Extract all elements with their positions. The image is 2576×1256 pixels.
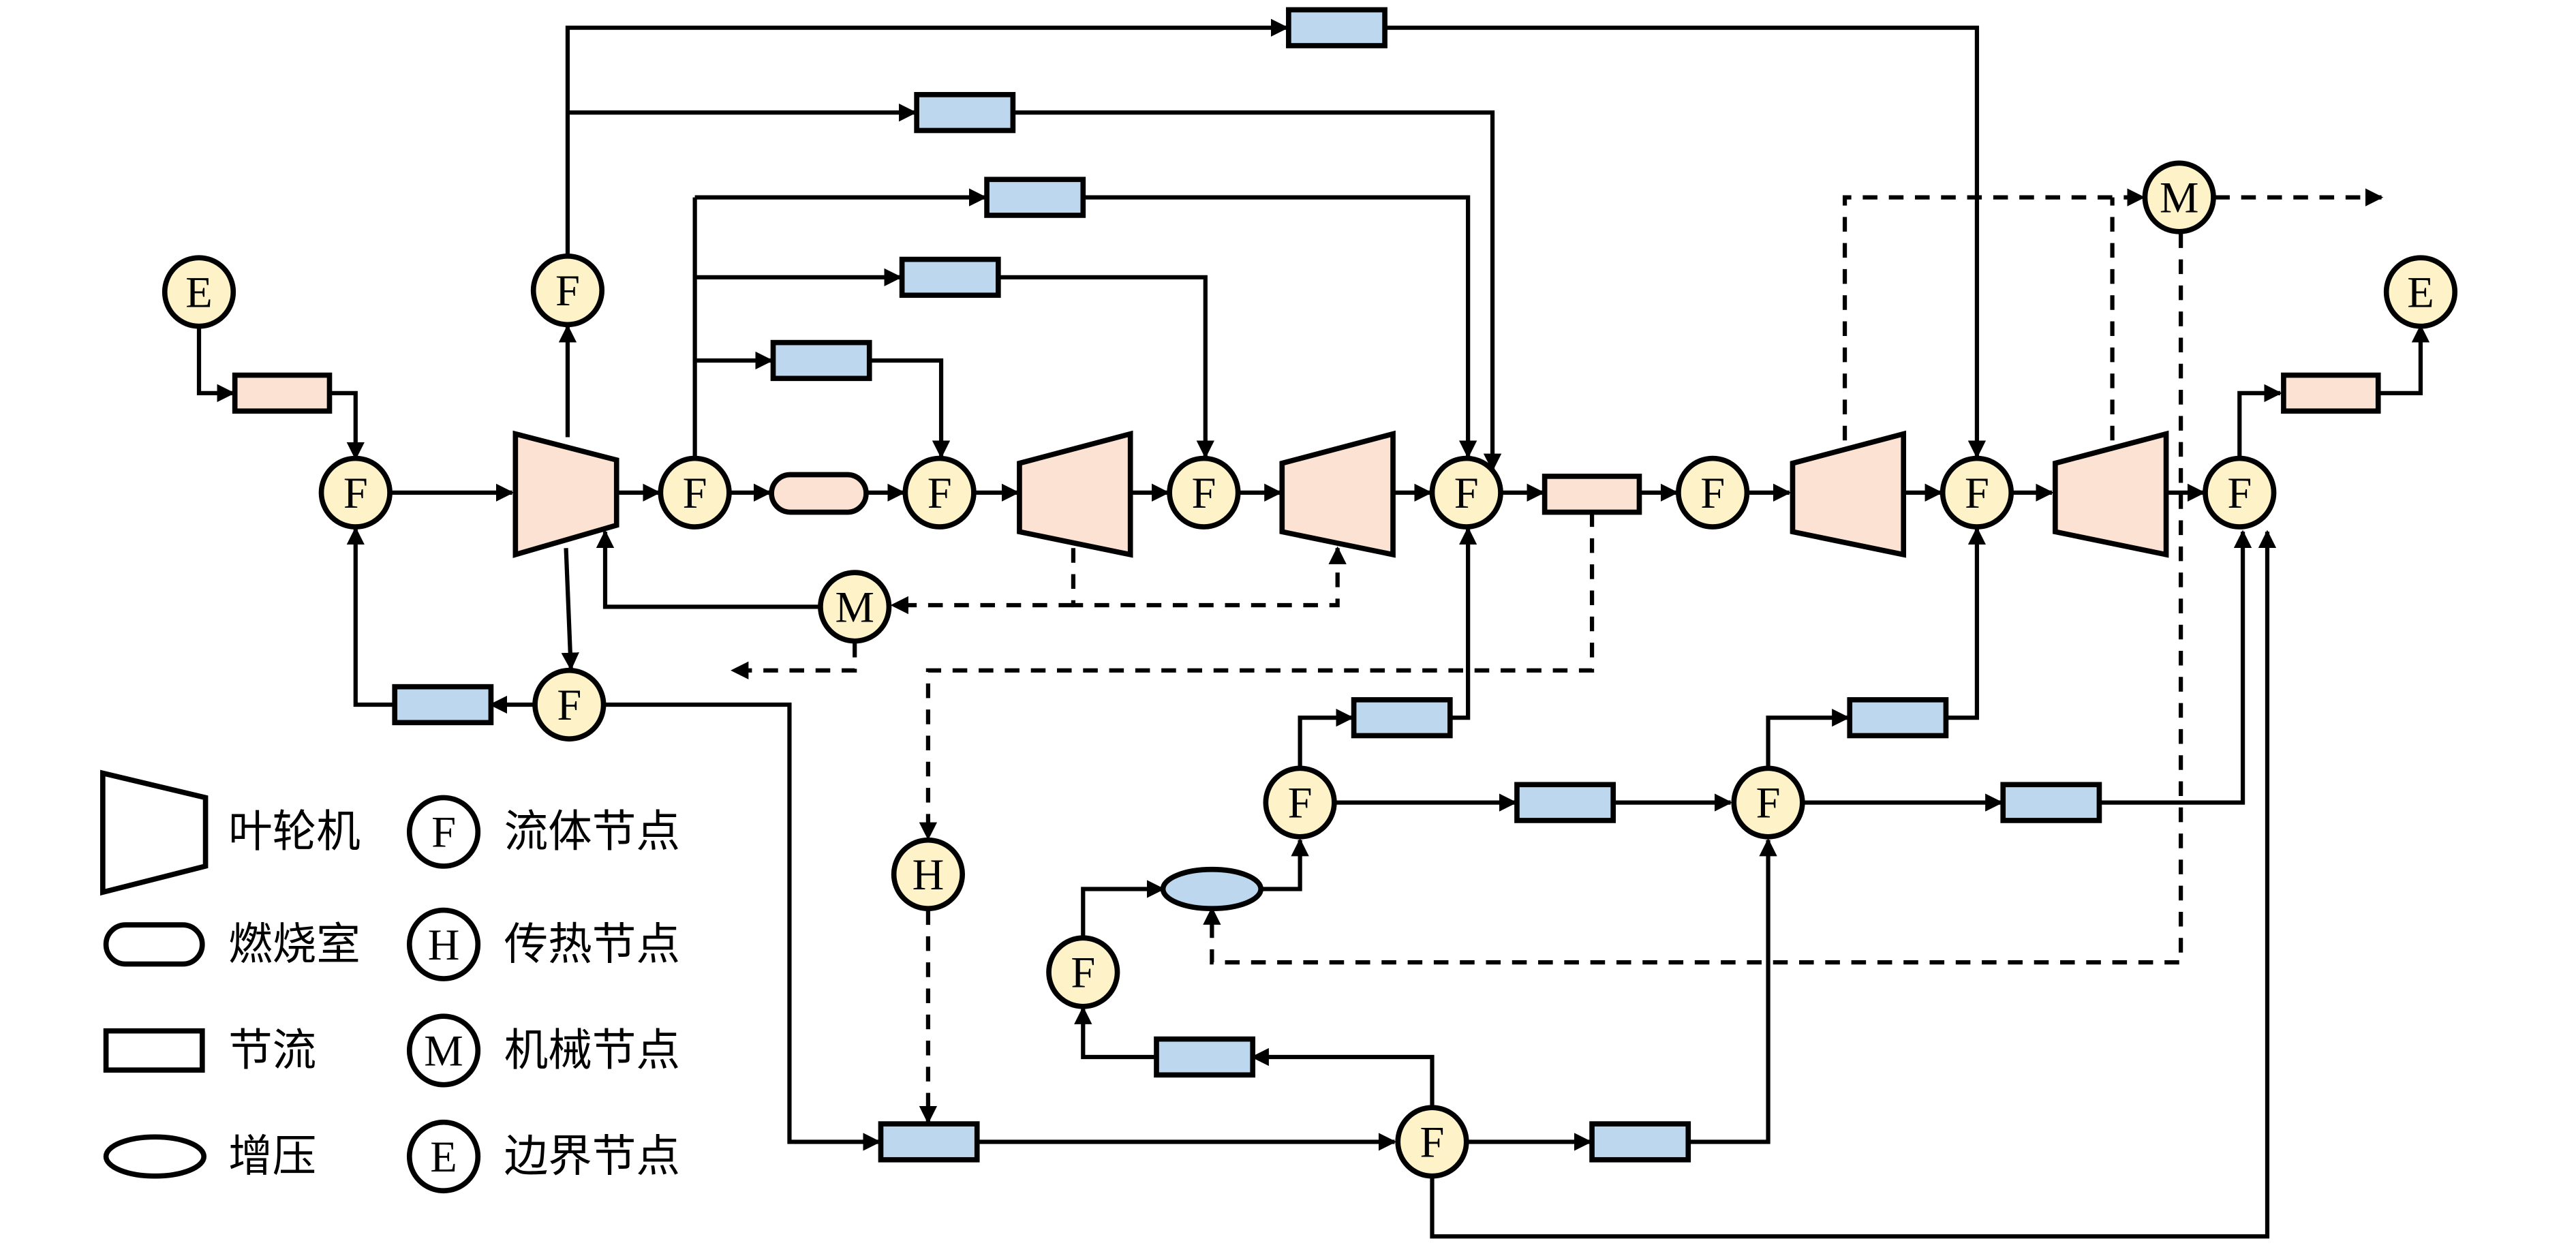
throttle-recirc bbox=[392, 684, 494, 726]
svg-text:F: F bbox=[557, 680, 581, 729]
svg-text:传热节点: 传热节点 bbox=[504, 919, 680, 970]
fluid-node: F bbox=[1263, 765, 1337, 840]
turbomachine-4 bbox=[1790, 430, 1907, 558]
throttle-heat bbox=[878, 1121, 980, 1163]
svg-text:M: M bbox=[2160, 173, 2198, 222]
svg-text:F: F bbox=[1191, 468, 1216, 517]
fluid-node: F bbox=[318, 455, 393, 530]
legend-item-heat-node: H 传热节点 bbox=[406, 907, 680, 981]
legend-item-combustor: 燃烧室 bbox=[103, 919, 361, 970]
legend-item-throttle: 节流 bbox=[103, 1025, 316, 1076]
svg-text:边界节点: 边界节点 bbox=[504, 1131, 680, 1182]
compressor bbox=[1160, 866, 1264, 912]
svg-text:F: F bbox=[1454, 468, 1479, 517]
svg-text:机械节点: 机械节点 bbox=[504, 1025, 680, 1076]
boundary-node: E bbox=[2383, 255, 2458, 329]
turbomachine-1 bbox=[512, 430, 619, 558]
boundary-node: E bbox=[162, 255, 236, 329]
legend-item-turbomachine: 叶轮机 bbox=[99, 769, 361, 896]
svg-text:E: E bbox=[2407, 267, 2434, 316]
throttle-cooling-6 bbox=[1589, 1121, 1691, 1163]
throttle-bypass-2 bbox=[914, 91, 1016, 134]
throttle-cooling-2 bbox=[1514, 782, 1616, 823]
fluid-node: F bbox=[1676, 455, 1750, 530]
mechanical-node: M bbox=[818, 570, 892, 644]
combustor bbox=[769, 472, 869, 515]
svg-text:F: F bbox=[431, 808, 456, 857]
fluid-node: F bbox=[1731, 765, 1805, 840]
throttles bbox=[232, 7, 2381, 1163]
heat-transfer-node: H bbox=[891, 837, 965, 912]
throttle-cooling-3 bbox=[1847, 696, 1949, 739]
fluid-node: F bbox=[1429, 455, 1503, 530]
throttle-cooling-5 bbox=[1154, 1036, 1256, 1078]
turbomachine-5 bbox=[2052, 430, 2169, 558]
throttle-bypass-1 bbox=[1286, 7, 1387, 48]
svg-text:F: F bbox=[1756, 778, 1781, 827]
legend-item-compressor: 增压 bbox=[103, 1131, 316, 1182]
svg-text:F: F bbox=[343, 468, 368, 517]
svg-text:H: H bbox=[913, 850, 945, 899]
svg-text:燃烧室: 燃烧室 bbox=[228, 919, 361, 970]
svg-text:F: F bbox=[1420, 1117, 1445, 1166]
svg-text:M: M bbox=[424, 1026, 463, 1075]
svg-text:F: F bbox=[2227, 468, 2252, 517]
svg-text:流体节点: 流体节点 bbox=[504, 806, 680, 857]
fluid-node: F bbox=[1395, 1105, 1469, 1179]
throttle-bypass-3 bbox=[984, 177, 1086, 218]
svg-text:F: F bbox=[555, 266, 580, 315]
legend-item-fluid-node: F 流体节点 bbox=[406, 795, 680, 869]
throttle-bypass-4 bbox=[899, 256, 1001, 298]
mechanical-node: M bbox=[2142, 160, 2216, 234]
legend-item-boundary-node: E 边界节点 bbox=[406, 1119, 680, 1194]
svg-text:F: F bbox=[1965, 468, 1989, 517]
svg-text:E: E bbox=[185, 267, 212, 316]
fluid-node: F bbox=[902, 455, 977, 530]
nodes: E E F F F F F F F F F F F F F F M M H bbox=[162, 160, 2458, 1179]
throttle-main bbox=[1542, 474, 1642, 515]
fluid-node: F bbox=[1939, 455, 2014, 530]
fluid-node: F bbox=[530, 253, 605, 328]
legend-item-mech-node: M 机械节点 bbox=[406, 1013, 680, 1088]
throttle-boundary-in bbox=[232, 372, 333, 414]
throttle-cooling-4 bbox=[2000, 782, 2102, 823]
svg-text:H: H bbox=[428, 920, 460, 969]
fluid-node: F bbox=[1046, 935, 1120, 1009]
svg-text:叶轮机: 叶轮机 bbox=[228, 806, 361, 857]
fluid-node: F bbox=[658, 455, 732, 530]
svg-text:F: F bbox=[1071, 948, 1095, 997]
svg-text:M: M bbox=[835, 582, 874, 631]
fluid-node: F bbox=[532, 667, 607, 742]
legend: 叶轮机 燃烧室 节流 增压 F 流体节点 H 传热节点 M 机械节点 bbox=[99, 769, 680, 1194]
svg-text:F: F bbox=[683, 468, 707, 517]
svg-text:增压: 增压 bbox=[228, 1131, 316, 1182]
svg-text:F: F bbox=[927, 468, 952, 517]
dashed-signal-lines bbox=[731, 188, 2384, 1124]
svg-text:节流: 节流 bbox=[228, 1025, 316, 1076]
svg-text:F: F bbox=[1288, 778, 1313, 827]
turbomachine-2 bbox=[1017, 430, 1133, 558]
fluid-node: F bbox=[2203, 455, 2277, 530]
svg-text:F: F bbox=[1700, 468, 1725, 517]
turbomachine-3 bbox=[1279, 430, 1396, 558]
turbomachines bbox=[512, 430, 2169, 558]
throttle-bypass-5 bbox=[770, 339, 872, 382]
throttle-cooling-1 bbox=[1351, 696, 1453, 739]
throttle-boundary-out bbox=[2281, 372, 2381, 414]
svg-text:E: E bbox=[430, 1132, 457, 1181]
fluid-node: F bbox=[1167, 455, 1241, 530]
solid-flow-lines bbox=[196, 18, 2430, 1239]
